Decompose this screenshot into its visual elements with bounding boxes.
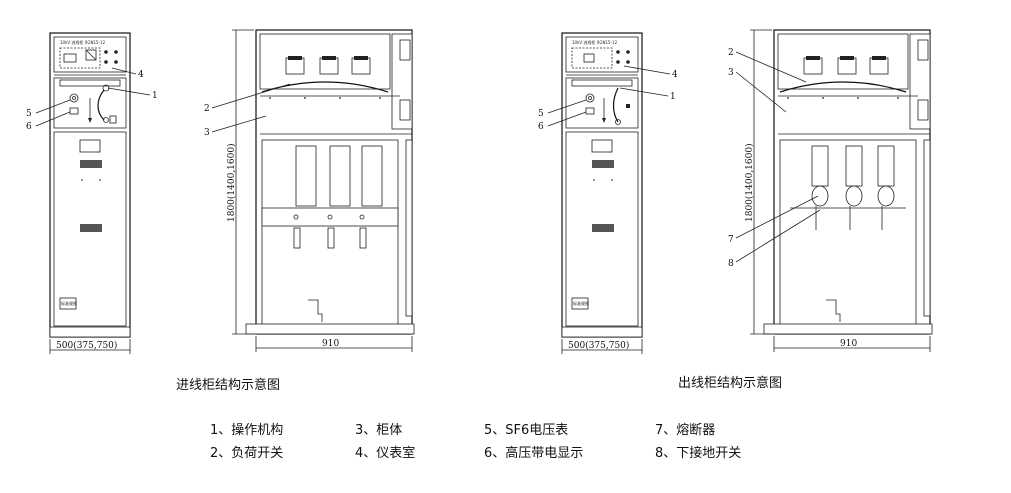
incoming-caption: 进线柜结构示意图 [176,378,281,393]
legend-item-3: 3、柜体 [355,423,403,438]
callout-4-outgoing: 4 [672,70,678,80]
outgoing-fuses [811,185,895,207]
legend-item-7: 7、熔断器 [655,423,716,438]
legend-item-2: 2、负荷开关 [210,446,284,461]
legend-item-5: 5、SF6电压表 [484,423,569,438]
callout-3-outgoing: 3 [728,68,734,78]
outgoing-header-text: 10kV 进线柜 XGN15-12 [572,39,618,45]
callout-3-incoming: 3 [204,128,210,138]
incoming-front-width-label: 500(375,750) [56,340,117,351]
outgoing-front-width-label: 500(375,750) [568,340,629,351]
legend-item-4: 4、仪表室 [355,446,416,461]
outgoing-callouts: 4 1 5 6 [538,65,678,132]
callout-1-outgoing: 1 [670,92,676,102]
incoming-nameplate: 标准规格 [61,300,77,306]
incoming-callouts: 4 1 5 6 [26,67,158,132]
outgoing-caption: 出线柜结构示意图 [678,376,783,391]
legend-item-6: 6、高压带电显示 [484,446,584,461]
outgoing-side-width-label: 910 [840,339,857,349]
outgoing-side-callouts: 2 3 7 8 [728,48,821,269]
legend-item-1: 1、操作机构 [210,423,284,438]
callout-6-incoming: 6 [26,122,32,132]
incoming-insulators [285,56,371,75]
callout-5-outgoing: 5 [538,109,544,119]
outgoing-height-label: 1800(1400,1600) [744,143,755,222]
callout-2-incoming: 2 [204,104,210,114]
outgoing-nameplate: 标准规格 [573,300,589,306]
outgoing-side-view: 910 1800(1400,1600) [744,29,933,352]
callout-5-incoming: 5 [26,109,32,119]
outgoing-front-view: 10kV 进线柜 XGN15-12 标准规格 500(375,750) [561,32,643,354]
callout-4-incoming: 4 [138,70,144,80]
callout-1-incoming: 1 [152,91,158,101]
callout-2-outgoing: 2 [728,48,734,58]
incoming-header-text: 10kV 进线柜 XGN15-12 [60,39,106,45]
incoming-height-label: 1800(1400,1600) [226,143,237,222]
incoming-front-view: 10kV 进线柜 XGN15-12 标准规格 [49,32,131,354]
incoming-side-view: 910 1800(1400,1600) [226,29,415,352]
outgoing-insulators [803,56,889,75]
legend-item-8: 8、下接地开关 [655,446,742,461]
callout-7-outgoing: 7 [728,235,734,245]
callout-6-outgoing: 6 [538,122,544,132]
incoming-side-width-label: 910 [322,339,339,349]
incoming-side-callouts: 2 3 [204,83,291,138]
callout-8-outgoing: 8 [728,259,734,269]
